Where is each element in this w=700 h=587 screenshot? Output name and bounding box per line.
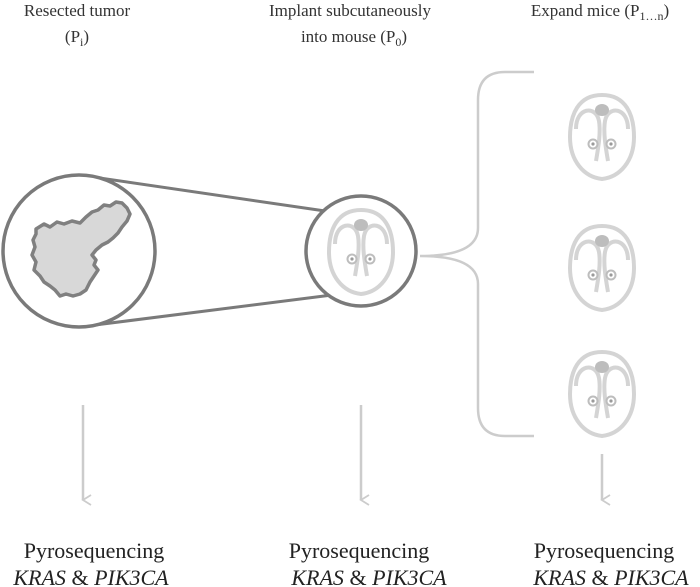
header-implant: Implant subcutaneously [269,1,431,20]
mouse-back-view-icon [568,224,636,312]
output-pyrosequencing-2: Pyrosequencing [289,538,430,563]
zoom-line-bottom [78,293,333,329]
header-resected-tumor-passage: (Pi) [65,27,89,49]
output-pyrosequencing-3: Pyrosequencing [534,538,675,563]
header-resected-tumor: Resected tumor [24,1,131,20]
bracket-icon [419,70,534,438]
mouse-back-view-icon [568,350,636,438]
output-genes-3: KRAS & PIK3CA [532,565,689,587]
tumor-tissue-icon [30,200,132,298]
header-expand-mice: Expand mice (P1…n) [531,1,669,23]
header-implant-passage: into mouse (P0) [301,27,407,49]
output-genes-2: KRAS & PIK3CA [290,565,447,587]
output-pyrosequencing-1: Pyrosequencing [24,538,165,563]
output-genes-1: KRAS & PIK3CA [12,565,169,587]
mouse-back-view-icon [327,208,395,296]
mouse-back-view-icon [568,93,636,181]
zoom-line-top [78,173,333,214]
